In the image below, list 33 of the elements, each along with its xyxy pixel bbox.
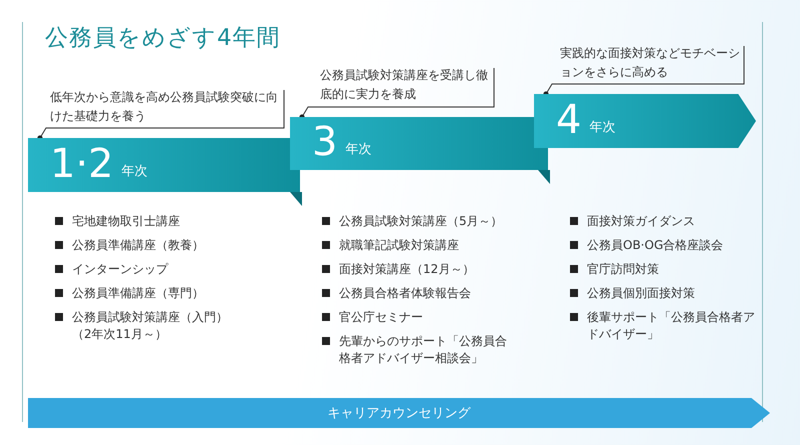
year-unit: 年次 [345, 141, 372, 158]
list-item: 先輩からのサポート「公務員合格者アドバイザー相談会」 [339, 333, 508, 367]
list-item: 公務員合格者体験報告会 [339, 285, 471, 302]
list-item: 公務員OB·OG合格座談会 [587, 237, 724, 254]
list-item: 公務員準備講座（教養） [72, 237, 204, 254]
callout-text: 低年次から意識を高め公務員試験突破に向けた基礎力を養う [50, 88, 280, 126]
arrow-bar: キャリアカウンセリング [28, 398, 770, 428]
step-banner [534, 94, 756, 148]
step-banner [290, 117, 548, 170]
title: 公務員をめざす4年間 [45, 24, 281, 53]
list-item: 面接対策ガイダンス [587, 213, 695, 230]
list-item: 官公庁セミナー [339, 309, 423, 326]
list-item: 宅地建物取引士講座 [72, 213, 180, 230]
list-item: 後輩サポート「公務員合格者アドバイザー」 [587, 309, 756, 343]
list-item: インターンシップ [72, 261, 168, 278]
leader-line [37, 90, 284, 141]
year-number: 1·2 [50, 142, 114, 186]
year-unit: 年次 [589, 119, 616, 136]
leader-line [543, 46, 744, 97]
list-item: 公務員個別面接対策 [587, 285, 695, 302]
leader-line [299, 68, 494, 120]
year-number: 3 [312, 120, 338, 164]
year-number: 4 [556, 98, 582, 142]
list-item: 官庁訪問対策 [587, 261, 659, 278]
list-item: 公務員試験対策講座（入門）（2年次11月～） [72, 309, 229, 343]
callout-text: 実践的な面接対策などモチベーションをさらに高める [560, 44, 740, 82]
list-item: 就職筆記試験対策講座 [339, 237, 459, 254]
list-item: 面接対策講座（12月～） [339, 261, 474, 278]
step-banner [28, 138, 300, 192]
list-item: 公務員試験対策講座（5月～） [339, 213, 503, 230]
callout-text: 公務員試験対策講座を受講し徹底的に実力を養成 [320, 66, 490, 104]
year-unit: 年次 [122, 163, 148, 180]
list-item: 公務員準備講座（専門） [72, 285, 204, 302]
